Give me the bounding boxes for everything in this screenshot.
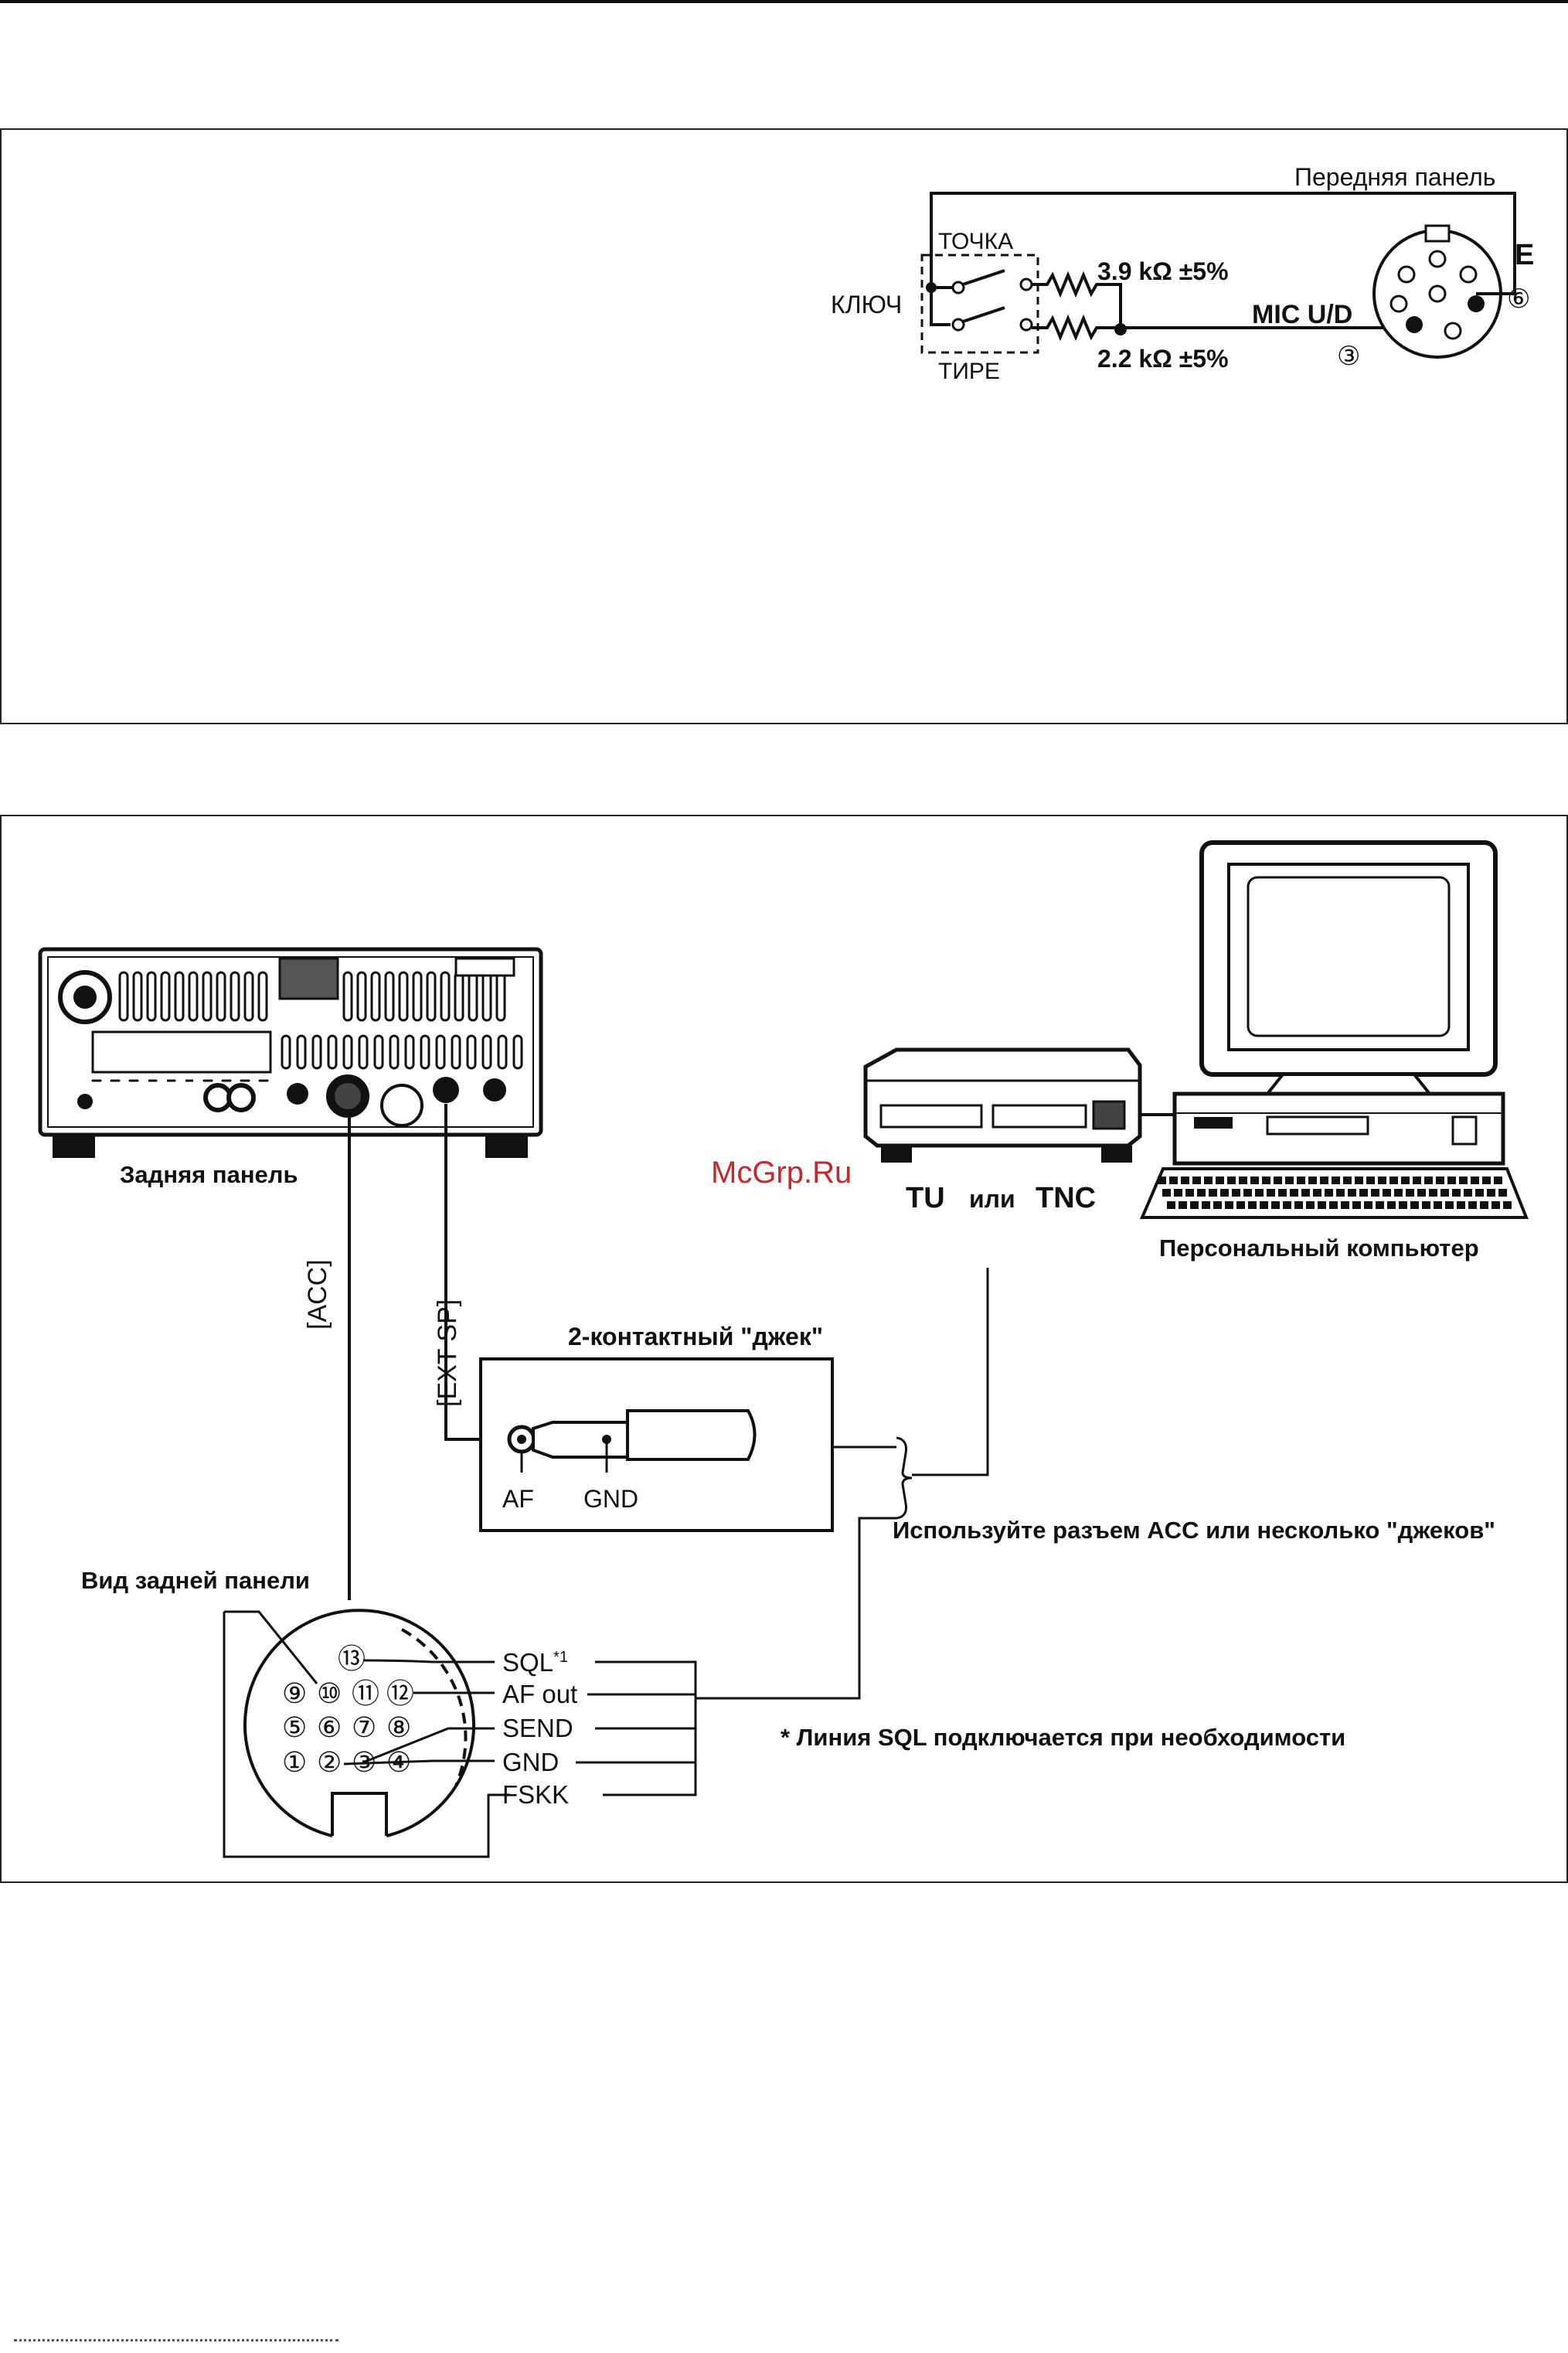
pin-2: ②	[317, 1746, 342, 1778]
mic-ud-label: MIC U/D	[1252, 300, 1352, 329]
footer-dotted-line	[14, 2339, 338, 2341]
send-label: SEND	[502, 1714, 573, 1742]
pc-label: Персональный компьютер	[1159, 1234, 1479, 1262]
pin-13: ⑬	[338, 1643, 366, 1674]
top-rule	[0, 0, 1568, 3]
pin-6-label: ⑥	[1507, 284, 1530, 314]
sql-footnote: * Линия SQL подключается при необходимос…	[781, 1724, 1345, 1751]
acc-13pin-socket	[223, 1609, 510, 1858]
af-out-label: AF out	[502, 1680, 577, 1708]
jack-plug	[507, 1409, 757, 1473]
pin-10: ⑩	[317, 1677, 342, 1709]
key-switch-box	[920, 254, 1039, 354]
acc-label: [ACC]	[303, 1259, 332, 1330]
ground-e-label: E	[1515, 239, 1534, 271]
tnc-label: TNC	[1036, 1182, 1096, 1214]
ext-sp-label: [EXT SP]	[433, 1299, 462, 1407]
key-connection-diagram: Передняя панель ТОЧКА ТИРЕ КЛЮЧ 3.9 kΩ ±…	[831, 163, 1534, 384]
dash-label: ТИРЕ	[938, 359, 1000, 384]
gnd-label: GND	[502, 1748, 559, 1776]
or-label: или	[969, 1185, 1015, 1213]
tu-tnc-device	[863, 1047, 1175, 1163]
combine-brace	[896, 1436, 913, 1520]
tu-label: TU	[906, 1182, 945, 1214]
front-panel-label: Передняя панель	[1294, 163, 1495, 191]
key-connection-panel	[0, 128, 1568, 724]
pin-5: ⑤	[282, 1711, 307, 1743]
resistor-2k2	[1032, 314, 1414, 342]
key-label: КЛЮЧ	[831, 291, 902, 318]
pin-11: ⑪	[352, 1677, 379, 1709]
watermark: McGrp.Ru	[711, 1156, 852, 1190]
fskk-label: FSKK	[502, 1780, 569, 1809]
pin-1: ①	[282, 1746, 307, 1778]
resistor-3k9	[1032, 271, 1122, 331]
ext-sp-socket	[433, 1077, 459, 1103]
use-connectors-note: Используйте разъем ACC или несколько "дж…	[893, 1517, 1495, 1544]
af-label: AF	[502, 1485, 534, 1513]
rear-view-label: Вид задней панели	[81, 1567, 310, 1594]
pin-8: ⑧	[386, 1711, 411, 1743]
mic-connector	[1372, 224, 1502, 359]
pin-3-label: ③	[1337, 342, 1360, 371]
rear-panel-label: Задняя панель	[120, 1161, 298, 1188]
pin-12: ⑫	[386, 1677, 414, 1709]
resistor-2k2-label: 2.2 kΩ ±5%	[1097, 345, 1229, 373]
resistor-3k9-label: 3.9 kΩ ±5%	[1097, 257, 1229, 285]
sql-label: SQL*1	[502, 1648, 568, 1677]
pin-9: ⑨	[282, 1677, 307, 1709]
jack-title: 2-контактный "джек"	[568, 1323, 823, 1350]
pin-6: ⑥	[317, 1711, 342, 1743]
pin-7: ⑦	[352, 1711, 376, 1743]
jack-gnd-label: GND	[583, 1485, 638, 1513]
dot-label: ТОЧКА	[938, 229, 1013, 254]
acc-pin-labels: ⑬ ⑨ ⑩ ⑪ ⑫ ⑤ ⑥ ⑦ ⑧ ① ② ③ ④	[282, 1643, 414, 1778]
personal-computer	[1139, 840, 1529, 1219]
transceiver-rear	[38, 947, 543, 1158]
